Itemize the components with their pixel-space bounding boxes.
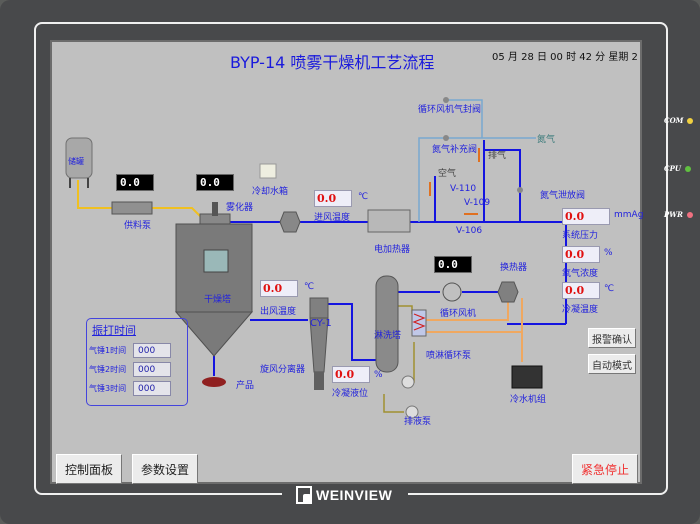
condense-temp-value: 0.0 xyxy=(562,282,600,299)
cyclone-tag: CY-1 xyxy=(310,318,332,329)
condense-level-value: 0.0 xyxy=(332,366,370,383)
nitrogen-vent-valve-label: 氮气泄放阀 xyxy=(540,191,586,201)
brand-logo: WEINVIEW xyxy=(296,486,392,504)
feed-pump xyxy=(111,201,153,215)
rapping-row-2: 气锤2时间 000 xyxy=(89,362,171,377)
outlet-temp-label: 出风温度 xyxy=(260,307,297,317)
outlet-temp-unit: ℃ xyxy=(304,282,315,292)
system-pressure-unit: mmAg xyxy=(614,210,644,220)
auto-mode-button[interactable]: 自动模式 xyxy=(588,354,636,374)
valve-v106[interactable]: V-106 xyxy=(456,226,483,236)
air-label: 空气 xyxy=(438,169,457,179)
scrubber-label: 淋洗塔 xyxy=(374,331,402,341)
rapping-row-1: 气锤1时间 000 xyxy=(89,343,171,358)
inlet-temp-label: 进风温度 xyxy=(314,213,351,223)
atomizer-label: 雾化器 xyxy=(226,203,254,213)
touch-hand-icon xyxy=(296,486,312,504)
heat-exchanger-label: 换热器 xyxy=(500,263,528,273)
rapping-label-1: 气锤1时间 xyxy=(89,346,127,355)
chiller-body xyxy=(511,365,543,389)
fan-seal-valve-label: 循环风机气封阀 xyxy=(418,105,482,115)
filter xyxy=(279,211,301,233)
led-pwr-label: PWR xyxy=(664,210,683,219)
valve-v109[interactable]: V-109 xyxy=(464,198,491,208)
feed-pump-label: 供料泵 xyxy=(124,221,152,231)
drying-tower-label: 干燥塔 xyxy=(204,295,232,305)
feed-pipe-1 xyxy=(77,180,112,209)
rapping-input-1[interactable]: 000 xyxy=(133,343,171,358)
storage-tank xyxy=(65,137,93,179)
circulation-fan-body xyxy=(442,282,462,302)
condense-temp-unit: ℃ xyxy=(604,284,615,294)
datetime-display: 05 月 28 日 00 时 42 分 星期 2 xyxy=(492,52,638,63)
rapping-time-panel: 振打时间 气锤1时间 000 气锤2时间 000 气锤3时间 000 xyxy=(86,318,188,406)
valve-v110[interactable]: V-110 xyxy=(450,184,477,194)
brand-name: WEINVIEW xyxy=(316,487,393,503)
alarm-ack-button[interactable]: 报警确认 xyxy=(588,328,636,348)
rapping-label-3: 气锤3时间 xyxy=(89,384,127,393)
drain-pump-label: 排液泵 xyxy=(404,417,432,427)
page-title: BYP-14 喷雾干燥机工艺流程 xyxy=(230,53,435,72)
electric-heater-label: 电加热器 xyxy=(374,245,411,255)
condense-level-label: 冷凝液位 xyxy=(332,389,369,399)
emergency-stop-button[interactable]: 紧急停止 xyxy=(572,454,638,484)
fan-speed: 0.0 xyxy=(434,256,472,273)
system-pressure-label: 系统压力 xyxy=(562,231,599,241)
process-diagram xyxy=(65,97,567,419)
tank-label: 储罐 xyxy=(68,157,84,166)
led-com-indicator xyxy=(687,117,694,124)
scrubber-column xyxy=(375,275,399,373)
led-com-label: COM xyxy=(664,116,684,125)
atomizer-speed: 0.0 xyxy=(196,174,234,191)
oxygen-label: 氧气浓度 xyxy=(562,269,599,279)
led-pwr-indicator xyxy=(686,211,693,218)
nitrogen-fill-valve-label: 氮气补充阀 xyxy=(432,145,478,155)
condense-level-unit: % xyxy=(374,370,383,380)
inlet-temp-unit: ℃ xyxy=(358,192,369,202)
product-pile xyxy=(202,377,226,387)
cyclone-label: 旋风分离器 xyxy=(260,365,306,375)
cooling-water-tank xyxy=(259,163,277,179)
chiller-label: 冷水机组 xyxy=(510,395,547,405)
oxygen-unit: % xyxy=(604,248,613,258)
param-settings-button[interactable]: 参数设置 xyxy=(132,454,198,484)
hmi-screen: BYP-14 喷雾干燥机工艺流程 05 月 28 日 00 时 42 分 星期 … xyxy=(50,40,644,484)
rapping-row-3: 气锤3时间 000 xyxy=(89,381,171,396)
outlet-temp-value: 0.0 xyxy=(260,280,298,297)
nitrogen-label: 氮气 xyxy=(537,135,556,145)
product-label: 产品 xyxy=(236,381,255,391)
condense-temp-label: 冷凝温度 xyxy=(562,305,599,315)
cooling-tank-label: 冷却水箱 xyxy=(252,187,289,197)
system-pressure-value: 0.0 xyxy=(562,208,610,225)
led-cpu-label: CPU xyxy=(664,164,681,173)
led-com: COM xyxy=(664,116,694,125)
logo-gap xyxy=(282,486,408,506)
rapping-label-2: 气锤2时间 xyxy=(89,365,127,374)
spray-pump-label: 喷淋循环泵 xyxy=(426,351,472,361)
oxygen-value: 0.0 xyxy=(562,246,600,263)
led-cpu: CPU xyxy=(664,164,691,173)
led-cpu-indicator xyxy=(684,165,691,172)
electric-heater-body xyxy=(367,209,411,233)
led-pwr: PWR xyxy=(664,210,693,219)
feed-pump-speed: 0.0 xyxy=(116,174,154,191)
heat-exchanger-body xyxy=(497,281,519,303)
rapping-input-2[interactable]: 000 xyxy=(133,362,171,377)
rapping-title: 振打时间 xyxy=(92,324,136,337)
feed-pipe-2 xyxy=(152,207,203,219)
control-panel-button[interactable]: 控制面板 xyxy=(56,454,122,484)
inlet-temp-value: 0.0 xyxy=(314,190,352,207)
exhaust-label: 排气 xyxy=(488,151,507,161)
circulation-fan-label: 循环风机 xyxy=(440,309,477,319)
rapping-input-3[interactable]: 000 xyxy=(133,381,171,396)
